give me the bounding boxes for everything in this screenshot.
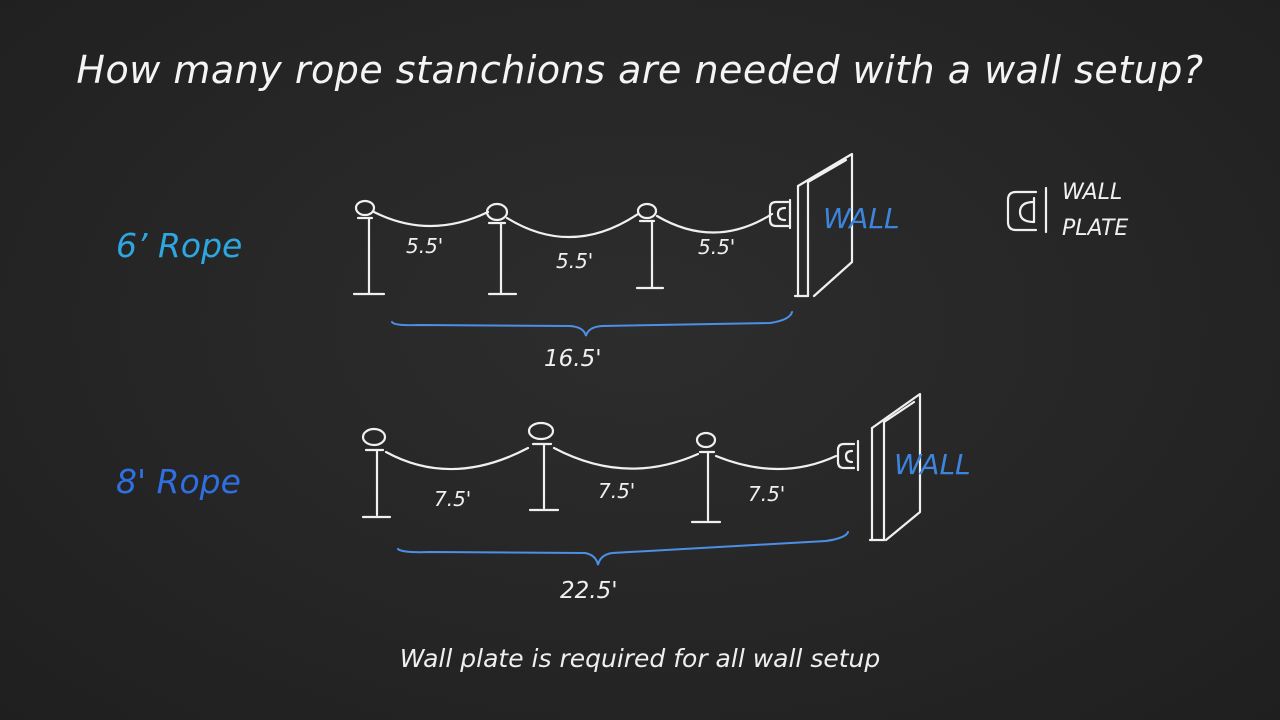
page-title: How many rope stanchions are needed with… [76,48,1204,92]
rope [372,210,490,228]
stanchion-post-icon [352,199,386,296]
wall-plate-icon [1006,186,1048,234]
stanchion-post-icon [690,431,722,524]
row-label-6ft: 6’ Rope [116,226,243,265]
wall-plate-icon [768,198,792,230]
wall-icon [793,152,854,298]
stanchion-post-icon [485,202,518,296]
stanchion-post-icon [635,202,665,290]
rope [714,454,838,471]
total-length-label: 16.5' [544,346,602,372]
rope [384,446,530,471]
wall-plate-icon [836,439,860,472]
segment-length-label: 7.5' [434,487,471,511]
legend-line-2: PLATE [1062,216,1128,241]
segment-length-label: 5.5' [556,249,593,273]
wall-label: WALL [823,202,900,235]
segment-length-label: 7.5' [598,479,635,503]
wall-label: WALL [894,448,971,481]
rope [505,212,640,239]
stanchion-row-8ft: WALL 7.5' 7.5' 7.5' 22.5' [361,392,971,604]
segment-length-label: 5.5' [406,234,443,258]
stanchion-row-6ft: WALL 5.5' 5.5' 5.5' 16.5' [352,152,900,372]
wall-icon [868,392,922,542]
legend: WALL PLATE [1006,180,1128,241]
rope [552,446,700,470]
total-length-label: 22.5' [560,578,618,604]
segment-length-label: 5.5' [698,235,735,259]
footer-note: Wall plate is required for all wall setu… [399,644,881,673]
row-label-8ft: 8' Rope [116,462,241,501]
segment-length-label: 7.5' [748,482,785,506]
length-bracket [391,311,793,337]
stanchion-post-icon [361,427,392,519]
legend-line-1: WALL [1062,180,1122,205]
length-bracket [397,531,849,566]
rope [655,212,774,234]
stanchion-post-icon [527,421,560,512]
